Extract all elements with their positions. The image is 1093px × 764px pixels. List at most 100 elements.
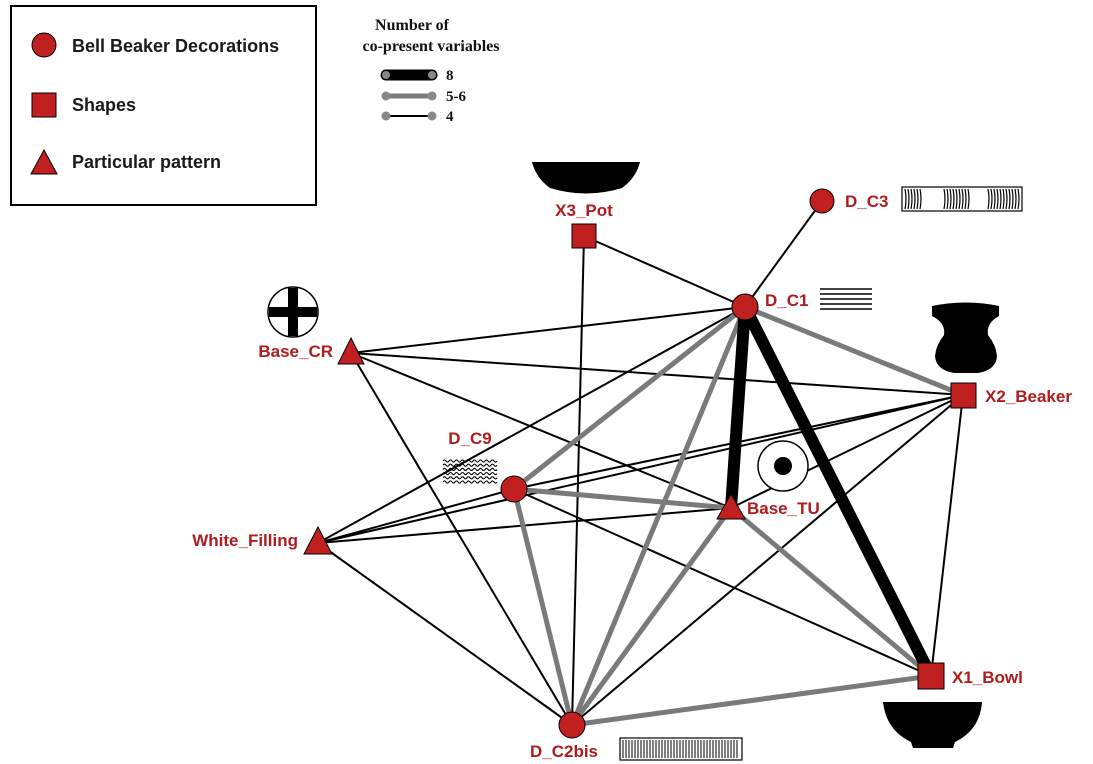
band-tick: [943, 188, 946, 210]
node-d-c3[interactable]: D_C3: [809, 188, 888, 214]
band-tick: [990, 188, 993, 210]
band-tick: [1002, 188, 1005, 210]
dot-base-icon: [757, 440, 809, 492]
edge-base-cr-to-base-tu: [350, 352, 732, 509]
cross-base-icon: [267, 286, 319, 338]
band-tick: [1011, 188, 1014, 210]
band-tick: [1008, 188, 1011, 210]
band-tick: [910, 188, 913, 210]
node-d-c2bis-marker[interactable]: [558, 711, 586, 739]
edges-layer: [317, 200, 964, 728]
edge-base-tu-to-x1-bowl: [729, 506, 933, 678]
edge-d-c1-to-d-c9: [512, 305, 747, 491]
edge-x2-beaker-to-white-filling: [317, 394, 964, 544]
edge-d-c1-to-x1-bowl: [739, 304, 937, 679]
edge-d-c1-to-x3-pot: [583, 235, 746, 308]
edge-d-c1-to-d-c3: [744, 200, 823, 308]
edge-base-tu-to-x2-beaker: [730, 394, 964, 509]
edge-d-c1-to-base-cr: [350, 306, 746, 354]
band-tick: [958, 188, 961, 210]
node-d-c1-marker[interactable]: [731, 293, 759, 321]
node-x2-beaker-marker[interactable]: [950, 382, 977, 409]
band-tick: [1017, 188, 1020, 210]
node-d-c3-marker[interactable]: [809, 188, 835, 214]
weight-legend-title-line1: Number of: [375, 17, 450, 34]
edge-white-filling-to-d-c2bis: [317, 542, 573, 726]
node-x2-beaker[interactable]: X2_Beaker: [950, 382, 1072, 409]
band-tick: [946, 188, 949, 210]
band-tick: [919, 188, 922, 210]
node-x1-bowl-label: X1_Bowl: [952, 668, 1023, 687]
band-tick: [961, 188, 964, 210]
legend-circle-icon: [31, 32, 57, 58]
wavy-line: [442, 463, 498, 467]
node-x3-pot-marker[interactable]: [571, 223, 597, 249]
edge-d-c9-to-white-filling: [317, 488, 515, 544]
beaker-vessel-icon: [932, 302, 999, 373]
weight-sample-light-end-b: [427, 111, 437, 121]
pot-vessel-icon: [532, 162, 640, 194]
weight-sample-medium-end-b: [427, 91, 437, 101]
wavy-line: [442, 471, 498, 476]
vertical-hatch-icon: [619, 737, 743, 761]
node-white-filling[interactable]: White_Filling: [192, 525, 333, 555]
legend-label-decorations: Bell Beaker Decorations: [72, 36, 279, 56]
weight-legend-title-line2: co-present variables: [362, 38, 499, 55]
edge-d-c9-to-base-tu: [513, 486, 732, 511]
node-d-c1[interactable]: D_C1: [731, 291, 808, 321]
weight-label-heavy: 8: [446, 68, 454, 84]
node-base-tu[interactable]: Base_TU: [716, 492, 820, 520]
wavy-lines-icon: [442, 459, 498, 484]
band-tick: [904, 188, 907, 210]
wavy-line: [442, 476, 498, 480]
legend-square-icon: [31, 92, 57, 118]
node-d-c9-label: D_C9: [448, 429, 491, 448]
band-tick: [907, 188, 910, 210]
edge-x2-beaker-to-x1-bowl: [930, 394, 964, 677]
band-tick: [952, 188, 955, 210]
edge-d-c2bis-to-x1-bowl: [571, 673, 932, 728]
edge-d-c1-to-x2-beaker: [744, 304, 964, 398]
node-base-cr-label: Base_CR: [258, 342, 333, 361]
node-base-tu-label: Base_TU: [747, 499, 820, 518]
node-x3-pot[interactable]: X3_Pot: [555, 201, 613, 249]
node-d-c9[interactable]: D_C9: [448, 429, 528, 503]
node-white-filling-marker[interactable]: [303, 525, 333, 555]
edge-d-c1-to-white-filling: [317, 306, 746, 544]
node-x3-pot-label: X3_Pot: [555, 201, 613, 220]
node-x1-bowl[interactable]: X1_Bowl: [917, 662, 1023, 690]
node-d-c1-label: D_C1: [765, 291, 808, 310]
band-tick: [987, 188, 990, 210]
legend-triangle-icon: [30, 148, 58, 175]
node-base-cr[interactable]: Base_CR: [258, 336, 365, 365]
weight-sample-light-end-a: [381, 111, 391, 121]
weight-legend: Number of co-present variables 8 5-6 4: [362, 17, 499, 125]
node-d-c2bis[interactable]: D_C2bis: [530, 711, 598, 761]
weight-sample-heavy-end-b: [428, 71, 436, 79]
band-tick: [999, 188, 1002, 210]
edge-d-c1-to-d-c2bis: [569, 306, 748, 726]
edge-x3-pot-to-d-c2bis: [571, 235, 585, 726]
node-white-filling-label: White_Filling: [192, 531, 298, 550]
node-d-c9-marker[interactable]: [500, 475, 528, 503]
band-tick: [967, 188, 970, 210]
legend-frame: [10, 5, 317, 206]
node-d-c2bis-label: D_C2bis: [530, 742, 598, 761]
node-base-cr-marker[interactable]: [337, 336, 365, 365]
wavy-line: [442, 480, 498, 484]
edge-x2-beaker-to-d-c2bis: [571, 394, 964, 726]
weight-sample-medium-end-a: [381, 91, 391, 101]
weight-sample-heavy-end-a: [382, 71, 390, 79]
bowl-vessel-icon: [883, 702, 982, 748]
edge-base-cr-to-d-c2bis: [350, 352, 573, 726]
band-tick: [964, 188, 967, 210]
legend-label-pattern: Particular pattern: [72, 152, 221, 172]
node-x1-bowl-marker[interactable]: [917, 662, 945, 690]
weight-label-medium: 5-6: [446, 89, 466, 105]
band-tick: [1014, 188, 1017, 210]
band-tick: [913, 188, 916, 210]
node-base-tu-marker[interactable]: [716, 492, 746, 520]
wavy-line: [442, 459, 498, 463]
shape-legend: Bell Beaker Decorations Shapes Particula…: [10, 5, 317, 206]
